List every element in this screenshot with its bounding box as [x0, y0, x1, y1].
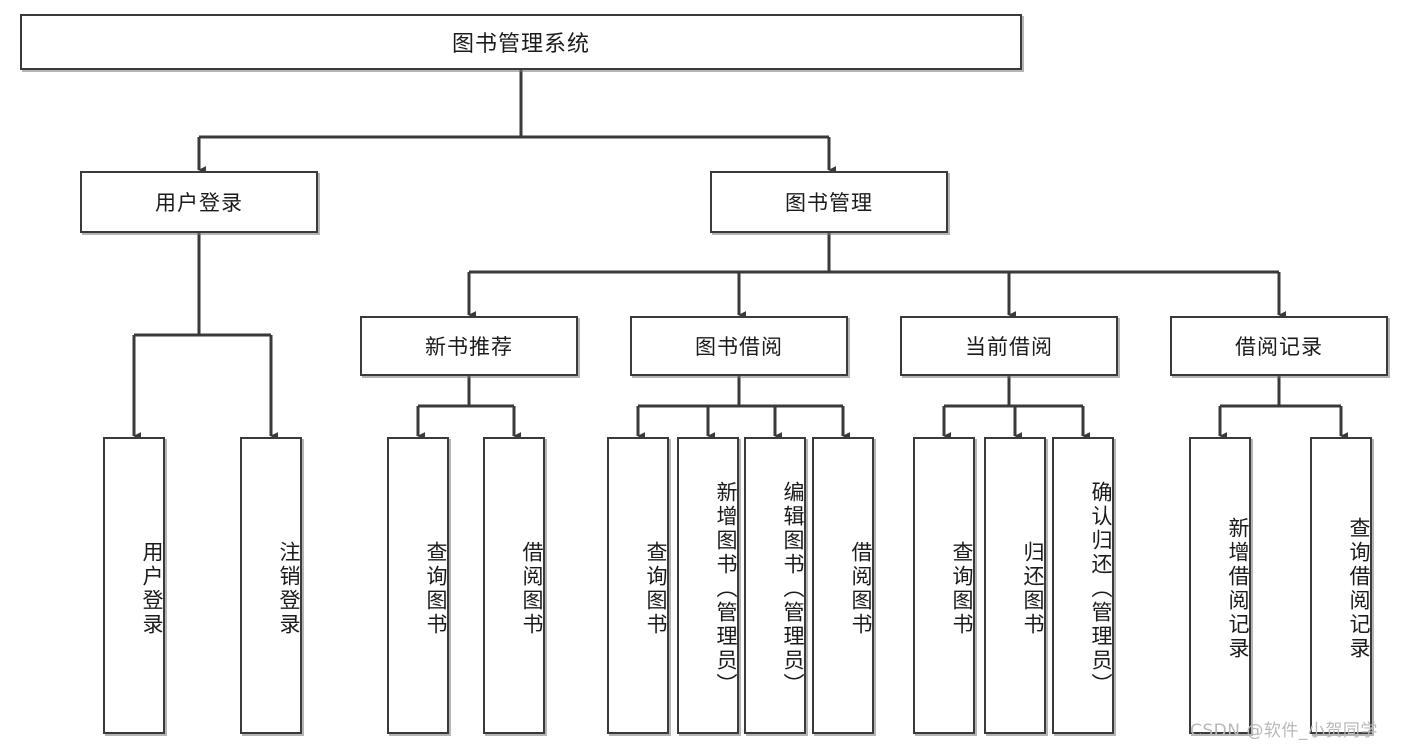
- node-leaf-cur-return[interactable]: 归还图书: [984, 437, 1046, 734]
- node-label: 借阅图书: [520, 540, 544, 637]
- node-current[interactable]: 当前借阅: [900, 316, 1118, 376]
- node-label: 用户登录: [155, 191, 243, 215]
- node-leaf-bw-edit[interactable]: 编辑图书（管理员）: [744, 437, 806, 734]
- node-label: 借阅图书: [849, 540, 873, 637]
- node-leaf-bw-borrow[interactable]: 借阅图书: [812, 437, 874, 734]
- edge-group: [132, 70, 1349, 440]
- node-label: 查询图书: [424, 540, 448, 637]
- node-leaf-rec-query[interactable]: 查询借阅记录: [1310, 437, 1372, 734]
- node-login[interactable]: 用户登录: [80, 171, 318, 233]
- node-label: 借阅记录: [1235, 335, 1323, 359]
- node-records[interactable]: 借阅记录: [1170, 316, 1388, 376]
- node-bookmgmt[interactable]: 图书管理: [710, 171, 948, 233]
- node-label: 用户登录: [140, 540, 164, 637]
- node-label: 当前借阅: [965, 335, 1053, 359]
- node-label: 注销登录: [277, 540, 301, 637]
- node-label: 查询借阅记录: [1347, 516, 1371, 661]
- node-label: 查询图书: [644, 540, 668, 637]
- node-label: 归还图书: [1021, 540, 1045, 637]
- node-label: 编辑图书（管理员）: [781, 480, 805, 697]
- node-label: 确认归还（管理员）: [1089, 480, 1113, 697]
- node-label: 图书管理系统: [451, 32, 590, 57]
- node-leaf-user-logout[interactable]: 注销登录: [240, 437, 302, 734]
- node-leaf-bw-add[interactable]: 新增图书（管理员）: [677, 437, 739, 734]
- node-leaf-nb-borrow[interactable]: 借阅图书: [483, 437, 545, 734]
- node-leaf-rec-add[interactable]: 新增借阅记录: [1189, 437, 1251, 734]
- node-label: 图书管理: [785, 191, 873, 215]
- node-newbook[interactable]: 新书推荐: [360, 316, 578, 376]
- node-leaf-user-login[interactable]: 用户登录: [103, 437, 165, 734]
- node-label: 新书推荐: [425, 335, 513, 359]
- node-leaf-cur-confirm[interactable]: 确认归还（管理员）: [1052, 437, 1114, 734]
- node-leaf-cur-query[interactable]: 查询图书: [913, 437, 975, 734]
- node-label: 图书借阅: [695, 335, 783, 359]
- node-leaf-nb-query[interactable]: 查询图书: [387, 437, 449, 734]
- node-leaf-bw-query[interactable]: 查询图书: [607, 437, 669, 734]
- node-borrow[interactable]: 图书借阅: [630, 316, 848, 376]
- watermark-label: CSDN @软件_小贺同学: [1190, 721, 1378, 741]
- node-label: 新增图书（管理员）: [714, 480, 738, 697]
- node-label: 新增借阅记录: [1226, 516, 1250, 661]
- node-label: 查询图书: [950, 540, 974, 637]
- node-root[interactable]: 图书管理系统: [20, 14, 1022, 70]
